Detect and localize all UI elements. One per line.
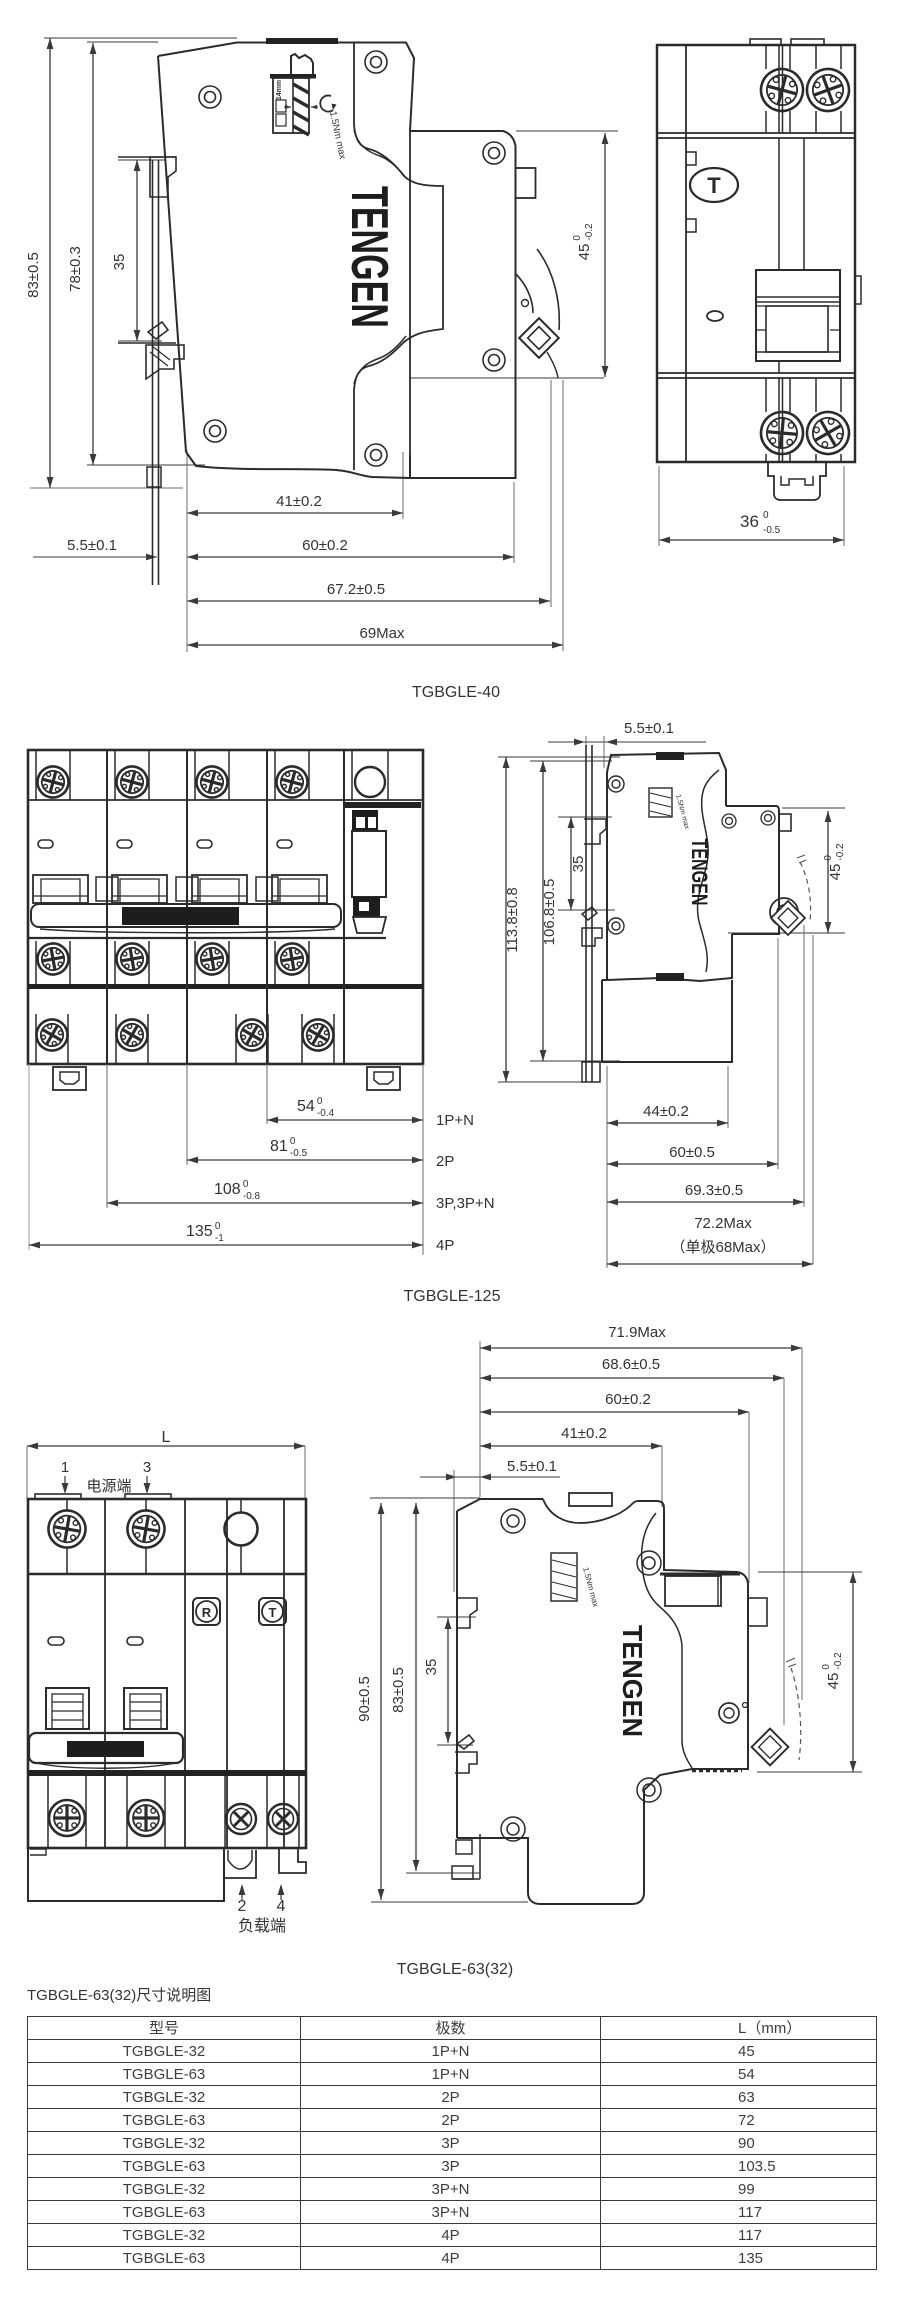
svg-text:TGBGLE-40: TGBGLE-40 — [412, 684, 500, 701]
svg-text:81: 81 — [270, 1138, 288, 1155]
svg-text:1.5Nm max: 1.5Nm max — [674, 794, 690, 831]
svg-text:T: T — [707, 173, 721, 198]
svg-text:41±0.2: 41±0.2 — [561, 1425, 607, 1442]
svg-text:35: 35 — [570, 856, 587, 873]
svg-text:1: 1 — [61, 1459, 69, 1476]
svg-text:电源端: 电源端 — [86, 1478, 131, 1495]
svg-text:-0.2: -0.2 — [833, 1652, 844, 1670]
svg-text:3P,3P+N: 3P,3P+N — [436, 1195, 495, 1212]
svg-text:41±0.2: 41±0.2 — [276, 493, 322, 510]
svg-text:2: 2 — [238, 1898, 247, 1915]
svg-text:60±0.2: 60±0.2 — [605, 1391, 651, 1408]
svg-text:0: 0 — [215, 1221, 221, 1232]
svg-text:5.5±0.1: 5.5±0.1 — [507, 1458, 557, 1475]
svg-text:4: 4 — [277, 1898, 286, 1915]
svg-text:60±0.5: 60±0.5 — [669, 1144, 715, 1161]
svg-text:68.6±0.5: 68.6±0.5 — [602, 1356, 660, 1373]
svg-text:-0.5: -0.5 — [290, 1148, 308, 1159]
svg-text:0: 0 — [823, 855, 834, 861]
svg-text:113.8±0.8: 113.8±0.8 — [504, 887, 521, 953]
svg-text:69.3±0.5: 69.3±0.5 — [685, 1182, 743, 1199]
svg-text:TENGEN: TENGEN — [687, 839, 712, 906]
svg-text:14mm: 14mm — [276, 80, 283, 100]
svg-text:R: R — [202, 1605, 212, 1620]
svg-text:1.5Nm max: 1.5Nm max — [327, 110, 348, 160]
svg-text:83±0.5: 83±0.5 — [25, 252, 42, 298]
svg-text:-0.8: -0.8 — [243, 1191, 261, 1202]
svg-text:-0.4: -0.4 — [317, 1108, 335, 1119]
svg-text:0: 0 — [290, 1136, 296, 1147]
svg-text:0: 0 — [317, 1096, 323, 1107]
svg-text:71.9Max: 71.9Max — [608, 1324, 666, 1341]
svg-text:TGBGLE-63(32): TGBGLE-63(32) — [397, 1961, 513, 1978]
svg-text:69Max: 69Max — [359, 625, 405, 642]
svg-text:0: 0 — [821, 1664, 832, 1670]
svg-text:1.5Nm max: 1.5Nm max — [581, 1566, 600, 1608]
svg-text:5.5±0.1: 5.5±0.1 — [67, 537, 117, 554]
svg-text:-1: -1 — [215, 1233, 224, 1244]
svg-text:54: 54 — [297, 1098, 315, 1115]
svg-text:3: 3 — [143, 1459, 151, 1476]
svg-text:-0.5: -0.5 — [763, 525, 781, 536]
svg-text:44±0.2: 44±0.2 — [643, 1103, 689, 1120]
svg-text:108: 108 — [214, 1181, 241, 1198]
svg-text:72.2Max: 72.2Max — [694, 1215, 752, 1232]
svg-text:45: 45 — [576, 244, 593, 261]
svg-text:35: 35 — [111, 254, 128, 271]
svg-text:-0.2: -0.2 — [835, 843, 846, 861]
svg-text:0: 0 — [243, 1179, 249, 1190]
svg-text:60±0.2: 60±0.2 — [302, 537, 348, 554]
svg-text:-0.2: -0.2 — [584, 223, 595, 241]
svg-text:90±0.5: 90±0.5 — [356, 1676, 373, 1722]
svg-text:0: 0 — [572, 235, 583, 241]
svg-text:36: 36 — [740, 512, 759, 531]
svg-text:L: L — [162, 1429, 171, 1446]
svg-text:67.2±0.5: 67.2±0.5 — [327, 581, 385, 598]
svg-text:78±0.3: 78±0.3 — [67, 246, 84, 292]
svg-text:TENGEN: TENGEN — [617, 1625, 648, 1737]
svg-text:2P: 2P — [436, 1153, 454, 1170]
svg-text:0: 0 — [763, 510, 769, 521]
svg-text:45: 45 — [827, 864, 844, 881]
svg-text:TENGEN: TENGEN — [340, 186, 398, 328]
svg-text:（单极68Max）: （单极68Max） — [670, 1239, 775, 1256]
svg-text:135: 135 — [186, 1223, 213, 1240]
svg-text:5.5±0.1: 5.5±0.1 — [624, 720, 674, 737]
svg-text:负载端: 负载端 — [238, 1917, 286, 1935]
svg-text:45: 45 — [825, 1673, 842, 1690]
svg-text:4P: 4P — [436, 1237, 454, 1254]
svg-text:83±0.5: 83±0.5 — [390, 1667, 407, 1713]
svg-text:1P+N: 1P+N — [436, 1112, 474, 1129]
svg-text:35: 35 — [423, 1659, 440, 1676]
svg-text:T: T — [269, 1605, 277, 1620]
svg-text:TGBGLE-125: TGBGLE-125 — [404, 1288, 501, 1305]
svg-text:106.8±0.5: 106.8±0.5 — [541, 879, 558, 946]
